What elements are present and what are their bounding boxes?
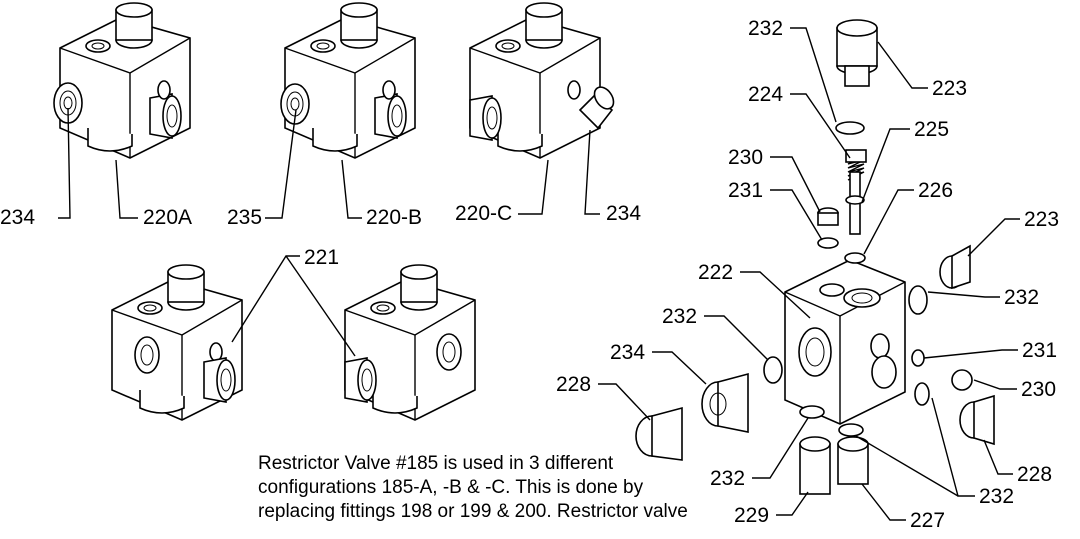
label-232-left: 232 <box>662 305 697 328</box>
label-229: 229 <box>734 504 769 527</box>
label-222: 222 <box>698 261 733 284</box>
valve-221-right <box>344 264 476 421</box>
leader-c-220C <box>518 159 549 215</box>
label-225: 225 <box>914 118 949 141</box>
restrictor-valve-note: Restrictor Valve #185 is used in 3 diffe… <box>258 452 778 524</box>
label-230-right: 230 <box>1021 378 1056 401</box>
label-b-235: 235 <box>227 206 262 229</box>
label-a-234: 234 <box>0 206 35 229</box>
label-231-right: 231 <box>1022 339 1057 362</box>
label-232-top: 232 <box>748 17 783 40</box>
leader-a-220A <box>115 159 138 219</box>
valve-221-left <box>111 264 243 421</box>
label-221: 221 <box>304 246 339 269</box>
note-line-2: configurations 185-A, -B & -C. This is d… <box>258 477 644 498</box>
exploded-valve <box>598 19 1020 521</box>
label-231-left: 231 <box>728 179 763 202</box>
label-230-left: 230 <box>728 146 763 169</box>
leader-b-220B <box>341 159 362 219</box>
note-line-1: Restrictor Valve #185 is used in 3 diffe… <box>258 453 614 474</box>
valve-220B <box>280 2 416 159</box>
label-228-right: 228 <box>1017 463 1052 486</box>
label-223-top: 223 <box>932 77 967 100</box>
label-c-220C: 220-C <box>455 202 512 225</box>
note-line-3: replacing fittings 198 or 199 & 200. Res… <box>258 501 688 522</box>
leader-c-234 <box>584 129 600 215</box>
label-232-low: 232 <box>979 485 1014 508</box>
valve-220A <box>53 2 191 159</box>
label-232-right: 232 <box>1004 286 1039 309</box>
valve-220C <box>469 2 615 159</box>
label-234: 234 <box>610 341 645 364</box>
label-228-left: 228 <box>556 373 591 396</box>
label-b-220B: 220-B <box>366 206 422 229</box>
leader-b-235 <box>265 109 297 219</box>
label-a-220A: 220A <box>143 206 192 229</box>
label-227: 227 <box>910 509 945 532</box>
label-226: 226 <box>918 179 953 202</box>
label-224: 224 <box>748 83 783 106</box>
label-c-234: 234 <box>606 202 641 225</box>
label-232-bottom: 232 <box>710 467 745 490</box>
leader-a-234 <box>58 107 71 219</box>
label-223-right: 223 <box>1024 208 1059 231</box>
